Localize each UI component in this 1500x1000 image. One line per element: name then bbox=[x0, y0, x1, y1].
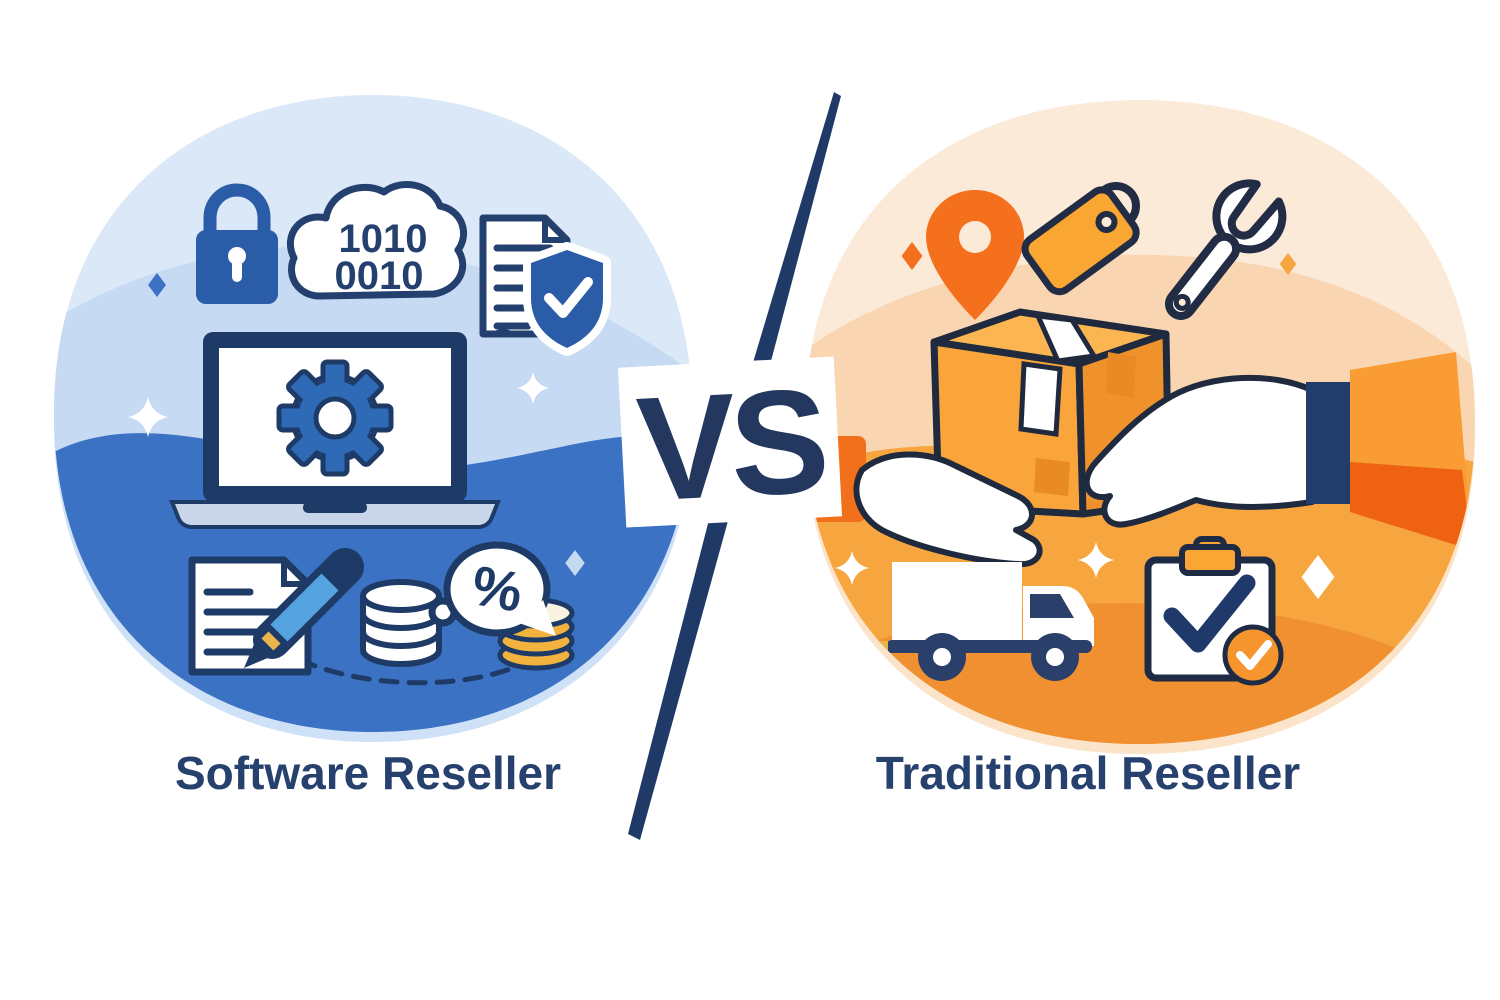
traditional-reseller-label: Traditional Reseller bbox=[876, 747, 1300, 799]
location-pin-icon bbox=[926, 190, 1024, 320]
receiving-hand-icon bbox=[1083, 374, 1315, 528]
package-handoff-icon bbox=[805, 308, 1472, 568]
padlock-icon bbox=[196, 183, 278, 304]
contract-pen-icon bbox=[188, 548, 364, 676]
verified-document-icon bbox=[479, 214, 611, 356]
binary-cloud-icon: 1010 0010 bbox=[286, 181, 468, 300]
database-icon bbox=[360, 579, 442, 667]
software-reseller-label: Software Reseller bbox=[175, 747, 561, 799]
price-tag-icon bbox=[1021, 182, 1140, 296]
check-badge-icon bbox=[1222, 624, 1284, 686]
giving-hand-icon bbox=[853, 451, 1043, 568]
receiving-sleeve-shadow bbox=[1350, 462, 1472, 550]
software-reseller-circle: 1010 0010 bbox=[54, 95, 692, 742]
binary-line-2: 0010 bbox=[335, 254, 424, 298]
percent-symbol: % bbox=[467, 553, 527, 624]
laptop-icon bbox=[169, 332, 501, 529]
wrench-icon bbox=[1164, 179, 1287, 320]
percent-bubble-icon: % bbox=[428, 541, 556, 637]
delivery-truck-icon bbox=[877, 562, 1094, 681]
gear-icon bbox=[276, 359, 394, 477]
pen-icon bbox=[244, 548, 364, 668]
vs-banner: VS bbox=[617, 356, 843, 533]
traditional-reseller-circle bbox=[805, 100, 1475, 754]
binary-line-1: 1010 bbox=[339, 217, 428, 261]
receiving-cuff bbox=[1306, 382, 1350, 504]
shield-check-icon bbox=[523, 242, 611, 356]
clipboard-check-icon bbox=[1144, 536, 1284, 686]
vs-label: VS bbox=[633, 358, 827, 532]
